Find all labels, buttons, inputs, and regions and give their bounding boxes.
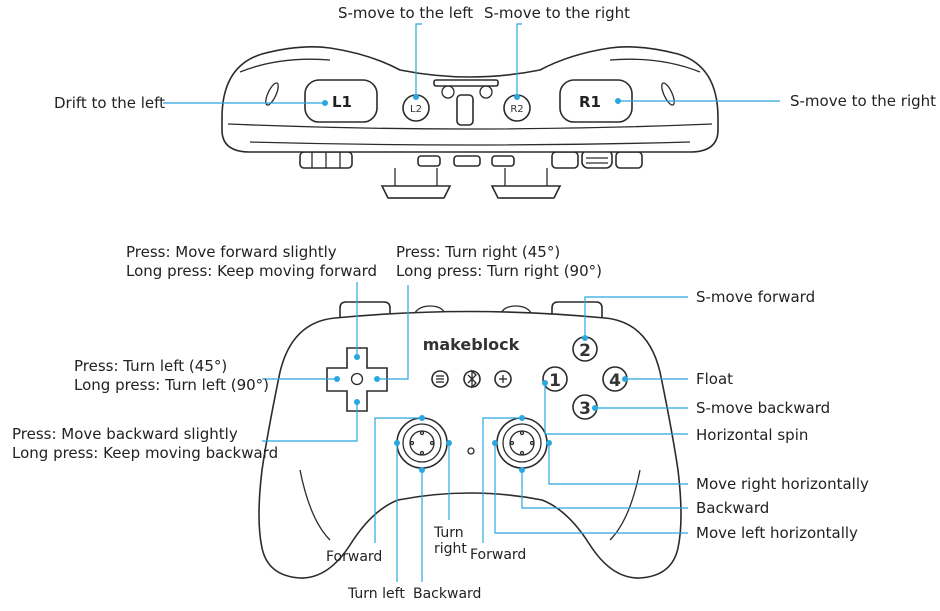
callout-rs-left: Move left horizontally	[696, 524, 858, 542]
callout-ls-left: Turn left	[347, 586, 405, 602]
callout-dpad-left-2: Long press: Turn left (90°)	[74, 376, 269, 394]
plus-button[interactable]	[494, 370, 512, 388]
callout-rs-right: Move right horizontally	[696, 475, 869, 493]
button-4-label: 4	[609, 371, 621, 391]
callout-dpad-down-2: Long press: Keep moving backward	[12, 444, 278, 462]
r1-button[interactable]: R1	[559, 79, 633, 123]
callout-l2: S-move to the left	[338, 4, 473, 22]
dpad[interactable]	[326, 347, 388, 412]
button-1-label: 1	[549, 371, 561, 391]
l2-button-label: L2	[410, 104, 422, 115]
callout-button-1: Horizontal spin	[696, 426, 808, 444]
button-2[interactable]: 2	[572, 336, 598, 362]
left-joystick[interactable]	[396, 417, 448, 469]
bluetooth-button[interactable]	[463, 369, 481, 389]
top-bottom-edge	[299, 149, 643, 169]
power-switch[interactable]	[456, 94, 474, 126]
callout-ls-down: Backward	[413, 586, 481, 602]
top-stick-left	[380, 168, 452, 199]
menu-button[interactable]	[431, 370, 449, 388]
callout-button-3: S-move backward	[696, 399, 830, 417]
callout-r1: S-move to the right	[790, 92, 936, 110]
callout-dpad-right-1: Press: Turn right (45°)	[396, 243, 560, 261]
front-view-callouts: Press: Move forward slightly Long press:…	[12, 243, 869, 602]
callout-r2: S-move to the right	[484, 4, 630, 22]
button-3-label: 3	[579, 399, 591, 419]
callout-dpad-up-2: Long press: Keep moving forward	[126, 262, 377, 280]
top-stick-right	[490, 168, 562, 199]
brand-logo: makeblock	[423, 335, 520, 354]
l1-button-label: L1	[332, 93, 352, 111]
r1-button-label: R1	[579, 93, 601, 111]
top-view-callouts: S-move to the left S-move to the right D…	[54, 4, 936, 112]
callout-rs-up: Forward	[470, 547, 526, 563]
controller-top-view: L1 R1 L2 R2	[221, 46, 719, 199]
callout-rs-down: Backward	[696, 499, 769, 517]
callout-dpad-left-1: Press: Turn left (45°)	[74, 357, 227, 375]
callout-ls-right-1: Turn	[433, 525, 464, 541]
callout-ls-up: Forward	[326, 549, 382, 565]
l1-button[interactable]: L1	[304, 79, 378, 123]
callout-l1: Drift to the left	[54, 94, 165, 112]
right-joystick[interactable]	[496, 417, 548, 469]
r2-button-label: R2	[510, 104, 523, 115]
controller-front-view: makeblock 2 1	[258, 301, 682, 579]
callout-dpad-up-1: Press: Move forward slightly	[126, 243, 337, 261]
callout-dpad-right-2: Long press: Turn right (90°)	[396, 262, 602, 280]
button-2-label: 2	[579, 341, 591, 361]
callout-ls-right-2: right	[434, 541, 467, 557]
indicator-led	[467, 447, 475, 455]
callout-dpad-down-1: Press: Move backward slightly	[12, 425, 238, 443]
usb-port	[433, 79, 499, 87]
button-1[interactable]: 1	[542, 366, 568, 392]
callout-button-4: Float	[696, 370, 733, 388]
callout-button-2: S-move forward	[696, 288, 815, 306]
